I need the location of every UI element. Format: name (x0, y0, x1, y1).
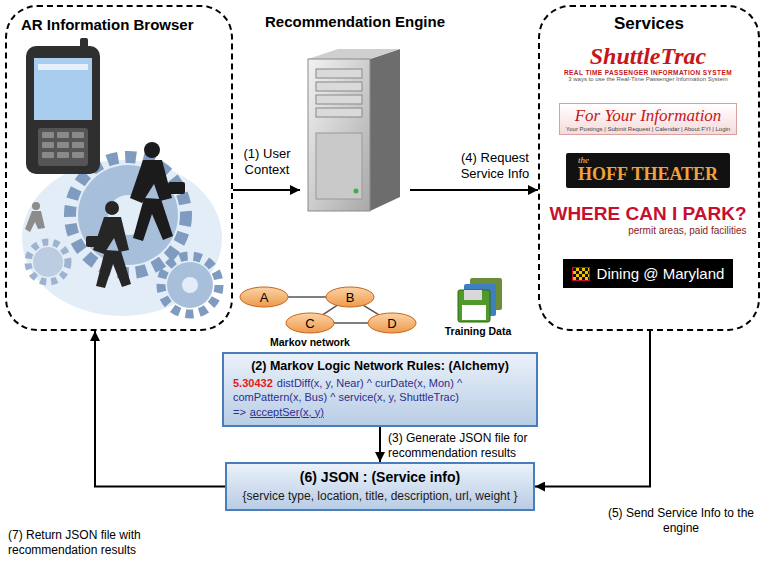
service-logo: ShuttleTracREAL TIME PASSENGER INFORMATI… (560, 43, 736, 83)
logo-title: ShuttleTrac (564, 44, 732, 69)
floppy-shutter (464, 290, 482, 300)
node-label: D (387, 316, 396, 331)
service-logo: WHERE CAN I PARK?permit areas, paid faci… (547, 203, 748, 237)
flow-arrow (410, 189, 538, 191)
service-logo: theHOFF THEATER (566, 153, 730, 188)
box-heading: (2) Markov Logic Network Rules: (Alchemy… (233, 359, 527, 373)
backdrop-swirl (22, 160, 222, 316)
network-link (323, 305, 337, 314)
flow-arrow (379, 427, 381, 462)
rule-weight: 5.30432 (233, 377, 273, 389)
logo-subtitle: permit areas, paid facilities (549, 225, 746, 236)
drive-bay (316, 82, 362, 91)
server-panel (316, 133, 362, 199)
floppy-label (462, 305, 486, 320)
server-tower (300, 45, 410, 215)
service-logo: Dining @ Maryland (563, 259, 734, 288)
gear-teeth (70, 157, 186, 273)
node-label: A (260, 290, 269, 305)
gear-body (167, 262, 213, 308)
drive-bay (316, 108, 362, 117)
businessman (130, 142, 185, 241)
markov-node: A (239, 286, 289, 308)
markov-node: C (285, 312, 335, 334)
flow-arrow (233, 189, 300, 191)
phone-screen (34, 58, 92, 120)
markov-ellipse (240, 287, 288, 307)
drive-bay (316, 69, 362, 78)
server-side (370, 49, 400, 211)
box-body: {service type, location, title, descript… (236, 489, 524, 503)
businessman (86, 201, 131, 288)
network-link (334, 322, 368, 324)
logo-nav: Your Postings | Submit Request | Calenda… (566, 126, 730, 132)
floppy-disk (458, 290, 490, 322)
json-box: (6) JSON : (Service info) {service type, … (225, 462, 535, 511)
rule-text: 5.30432distDiff(x, y, Near) ^ curDate(x,… (233, 376, 527, 419)
maryland-flag (572, 267, 590, 281)
network-link (363, 305, 378, 314)
phone-body (26, 46, 100, 174)
logo-article: the (578, 156, 718, 165)
gear-teeth (28, 242, 68, 282)
node-label: B (346, 290, 355, 305)
training-data-icon (458, 278, 502, 322)
box-heading: (6) JSON : (Service info) (236, 469, 524, 485)
phone-antenna (80, 38, 88, 50)
step-label: (7) Return JSON file with recommendation… (8, 528, 188, 558)
icon-caption: Training Data (436, 325, 520, 337)
service-logo: For Your InformationYour Postings | Subm… (559, 103, 737, 135)
markov-ellipse (286, 313, 334, 333)
step-label: (4) Request Service Info (455, 150, 535, 183)
step-label: (3) Generate JSON file for recommendatio… (388, 431, 556, 461)
logo-title: HOFF THEATER (578, 165, 718, 184)
rules-box: (2) Markov Logic Network Rules: (Alchemy… (222, 352, 538, 427)
power-led (354, 189, 359, 194)
server-top (308, 49, 400, 59)
logo-title: Dining @ Maryland (597, 265, 725, 282)
server-node: Recommendation Engine (300, 45, 410, 215)
ar-illustration (22, 38, 222, 316)
network-link (288, 296, 326, 298)
markov-node: D (367, 312, 417, 334)
phone-keys (42, 132, 84, 158)
small-runner (25, 202, 45, 232)
node-label: C (305, 316, 314, 331)
markov-ellipse (326, 287, 374, 307)
region-heading: AR Information Browser (21, 16, 231, 33)
drive-bay (316, 95, 362, 104)
flow-arrow (95, 331, 225, 487)
rule-conclusion: acceptSer(x, y) (250, 406, 324, 418)
engine-heading: Recommendation Engine (265, 13, 445, 30)
step-label: (5) Send Service Info to the engine (604, 506, 758, 536)
gear-teeth (161, 256, 219, 314)
markov-ellipse (368, 313, 416, 333)
step-label: (1) User Context (236, 146, 298, 179)
logo-tagline: 3 ways to use the Real-Time Passenger In… (564, 76, 732, 82)
gear-hub (182, 277, 198, 293)
logo-subtitle: REAL TIME PASSENGER INFORMATION SYSTEM (564, 69, 732, 76)
server-front (308, 59, 370, 211)
flow-arrow (535, 331, 650, 487)
region-heading: Services (540, 14, 758, 34)
services-region: ServicesShuttleTracREAL TIME PASSENGER I… (538, 5, 760, 331)
network-caption: Markov network (250, 336, 370, 348)
gear-body (33, 247, 63, 277)
logo-title: WHERE CAN I PARK? (549, 204, 746, 225)
phone-keypad (38, 128, 88, 166)
client-region: AR Information Browser (5, 5, 233, 331)
logo-title: For Your Information (566, 106, 730, 126)
markov-node: B (325, 286, 375, 308)
screen-bar (38, 64, 88, 70)
